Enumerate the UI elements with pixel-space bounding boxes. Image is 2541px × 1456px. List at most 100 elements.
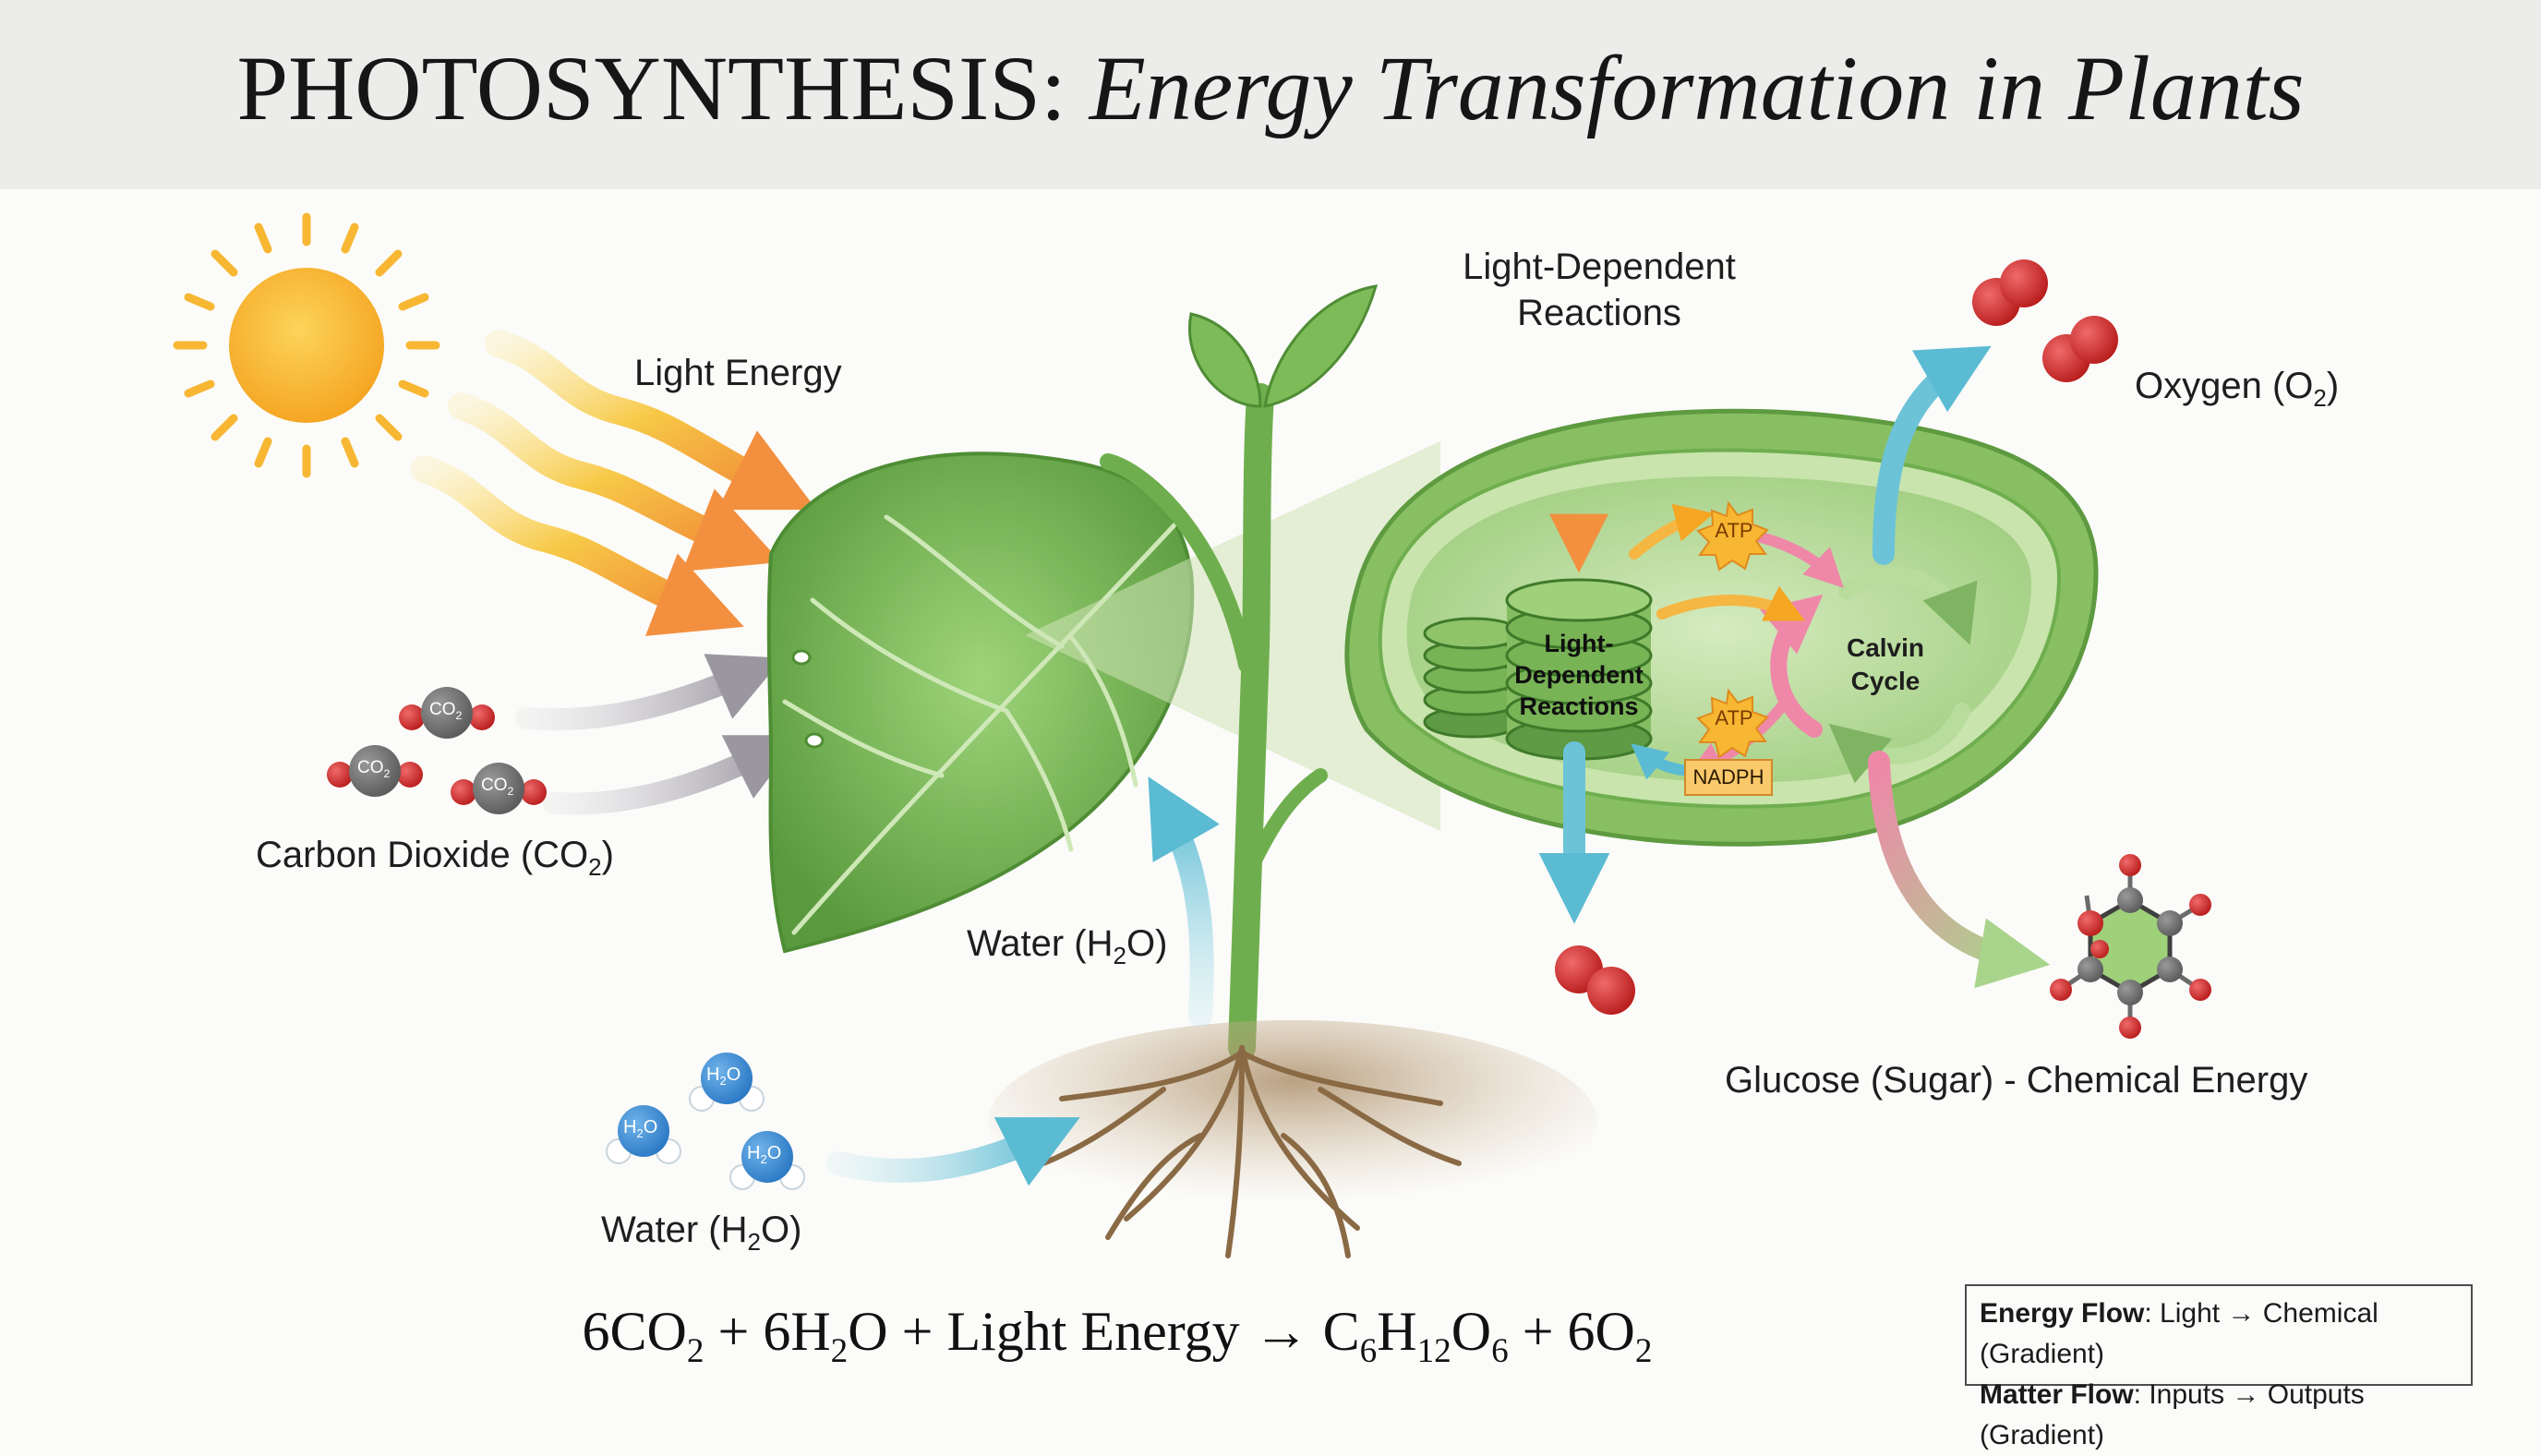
nadph-box <box>1684 759 1773 796</box>
h2o-label-o: O <box>726 1065 741 1085</box>
oxygen-arrow-up <box>1873 345 1992 565</box>
eq-co2: 6CO <box>582 1301 687 1362</box>
co2-molecule-label: CO2 <box>357 758 390 780</box>
eq-h: H <box>1377 1301 1417 1362</box>
eq-h2o-o: O <box>848 1301 888 1362</box>
carbon-dioxide-text: Carbon Dioxide (CO <box>256 835 589 875</box>
light-dependent-top-line1: Light-Dependent <box>1463 247 1736 287</box>
soil-roots <box>988 1020 1597 1258</box>
co2-label-sub: 2 <box>507 784 514 798</box>
eq-o: O <box>1451 1301 1492 1362</box>
ldr-inner-line3: Reactions <box>1519 692 1639 720</box>
page-title: PHOTOSYNTHESIS: Energy Transformation in… <box>0 35 2541 141</box>
atp-top-label: ATP <box>1715 519 1753 542</box>
eq-light: Light Energy <box>946 1301 1240 1362</box>
h2o-molecule-label: H2O <box>623 1117 657 1140</box>
water-soil-label: Water (H2O) <box>601 1209 802 1256</box>
h2o-molecule-label: H2O <box>747 1143 781 1166</box>
water-stem-text: Water (H <box>967 923 1114 964</box>
eq-h2o: 6H <box>763 1301 831 1362</box>
h2o-label-o: O <box>766 1143 782 1163</box>
co2-molecule <box>327 745 423 797</box>
calvin-line2: Cycle <box>1850 667 1921 695</box>
title-subtitle: Energy Transformation in Plants <box>1089 37 2305 139</box>
leaf <box>766 451 1195 954</box>
ldr-inner-line2: Dependent <box>1514 661 1644 689</box>
co2-molecule <box>399 687 495 739</box>
eq-plus: + <box>901 1301 933 1362</box>
oxygen-molecules <box>1555 259 2118 1015</box>
calvin-line1: Calvin <box>1846 633 1925 662</box>
water-soil-text: Water (H <box>601 1209 748 1250</box>
light-dependent-top-label: Light-Dependent Reactions <box>1415 244 1784 336</box>
sun-icon <box>173 212 440 478</box>
h2o-molecule <box>606 1105 681 1164</box>
legend-matter-key: Matter Flow <box>1980 1379 2134 1410</box>
co2-molecules <box>327 687 547 814</box>
legend-energy-value: : Light → Chemical (Gradient) <box>1980 1298 2378 1369</box>
water-soil-sub: 2 <box>747 1228 761 1256</box>
co2-molecule <box>451 763 547 814</box>
eq-o2-sub: 2 <box>1634 1332 1653 1370</box>
plant-stem <box>1100 284 1379 1062</box>
carbon-dioxide-sub: 2 <box>588 853 602 881</box>
eq-c-sub: 6 <box>1359 1332 1378 1370</box>
atp-burst-top <box>1696 500 1769 572</box>
eq-plus: + <box>1522 1301 1554 1362</box>
light-dependent-top-line2: Reactions <box>1517 293 1681 333</box>
water-arrows <box>826 776 1220 1186</box>
h2o-label-h: H <box>623 1117 637 1137</box>
h2o-molecule-label: H2O <box>706 1065 741 1088</box>
photosynthesis-diagram <box>173 212 2211 1258</box>
legend-matter-row: Matter Flow: Inputs → Outputs (Gradient) <box>1980 1375 2458 1456</box>
eq-h-sub: 12 <box>1416 1332 1451 1370</box>
h2o-label-h: H <box>706 1065 720 1085</box>
h2o-label-sub: 2 <box>636 1126 644 1140</box>
oxygen-label: Oxygen (O2) <box>2135 366 2340 412</box>
title-bar <box>0 0 2541 189</box>
eq-h2o-sub: 2 <box>830 1332 849 1370</box>
co2-label-text: CO <box>357 758 384 777</box>
h2o-molecule <box>729 1131 805 1190</box>
light-energy-label: Light Energy <box>634 353 842 393</box>
glucose-arrow <box>1868 751 2051 989</box>
oxygen-text: Oxygen (O <box>2135 366 2314 406</box>
legend-energy-row: Energy Flow: Light → Chemical (Gradient) <box>1980 1294 2458 1375</box>
eq-plus: + <box>717 1301 750 1362</box>
photosynthesis-equation: 6CO2 + 6H2O + Light Energy → C6H12O6 + 6… <box>406 1300 1828 1371</box>
co2-molecule-label: CO2 <box>481 776 513 798</box>
glucose-label: Glucose (Sugar) - Chemical Energy <box>1725 1060 2308 1101</box>
carbon-dioxide-label: Carbon Dioxide (CO2) <box>256 835 614 881</box>
flow-legend: Energy Flow: Light → Chemical (Gradient)… <box>1965 1284 2473 1450</box>
light-energy-arrows <box>411 330 817 636</box>
h2o-molecules <box>606 1053 805 1190</box>
eq-c: C <box>1322 1301 1360 1362</box>
co2-label-text: CO <box>429 700 456 719</box>
h2o-label-h: H <box>747 1143 761 1163</box>
h2o-label-o: O <box>643 1117 658 1137</box>
eq-o2: 6O <box>1567 1301 1635 1362</box>
nadph-label: NADPH <box>1692 765 1764 788</box>
ldr-inner-line1: Light- <box>1544 630 1614 657</box>
h2o-label-sub: 2 <box>719 1074 727 1088</box>
glucose-molecule <box>2050 854 2211 1039</box>
legend-energy-key: Energy Flow <box>1980 1298 2145 1329</box>
atp-mid-label: ATP <box>1715 706 1753 729</box>
oxygen-sub: 2 <box>2313 384 2327 412</box>
eq-o-sub: 6 <box>1491 1332 1509 1370</box>
thylakoid-stack-large <box>1505 578 1653 761</box>
co2-molecule-label: CO2 <box>429 700 462 722</box>
h2o-molecule <box>689 1053 765 1112</box>
h2o-label-sub: 2 <box>760 1152 767 1166</box>
co2-label-sub: 2 <box>383 766 391 780</box>
calvin-cycle <box>1759 566 1978 784</box>
title-main: PHOTOSYNTHESIS: <box>236 37 1066 139</box>
co2-label-text: CO <box>481 776 508 795</box>
atp-burst-mid <box>1696 688 1769 759</box>
eq-arrow: → <box>1253 1301 1309 1362</box>
water-stem-sub: 2 <box>1113 942 1126 969</box>
eq-co2-sub: 2 <box>686 1332 704 1370</box>
co2-arrows <box>515 654 801 815</box>
ldr-inner-label: Light- Dependent Reactions <box>1496 628 1662 722</box>
co2-label-sub: 2 <box>455 708 463 722</box>
